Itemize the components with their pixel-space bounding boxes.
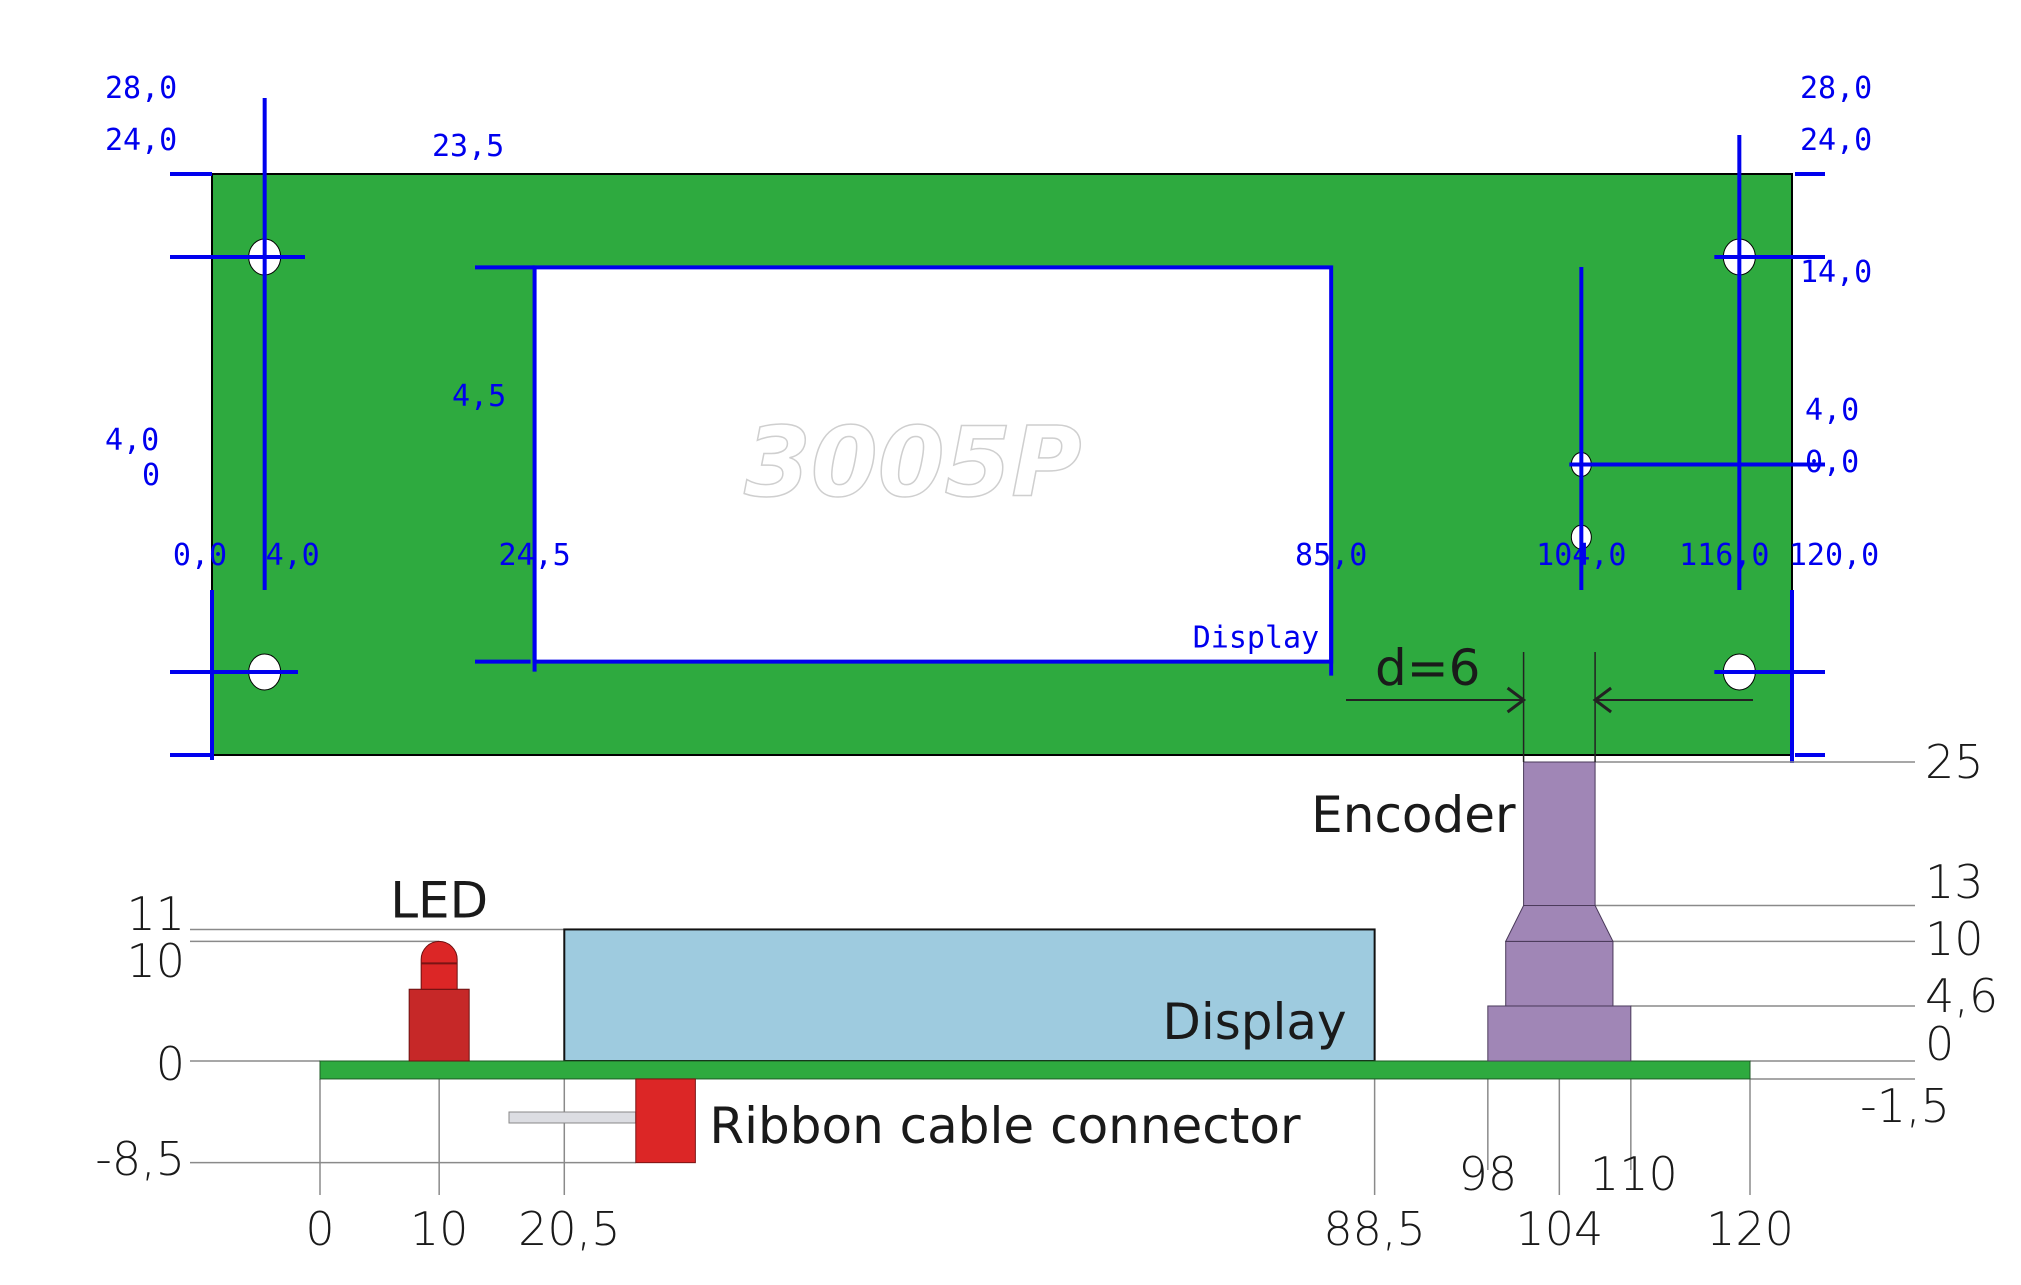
encoder-shaft (1523, 761, 1596, 907)
arrow-left-icon (1592, 686, 1612, 714)
side-view: Display LED Ribbon cable connector Encoder d… (95, 639, 1998, 1256)
y-label-right: -1,5 (1860, 1079, 1950, 1133)
display-window-label: Display (1193, 621, 1319, 656)
x-label: 0 (305, 1202, 334, 1256)
y-label-right: 24,0 (1800, 123, 1872, 158)
pcb-side (319, 1060, 1751, 1080)
y-label-right: 0 (1925, 1017, 1954, 1071)
y-label-left: 28,0 (105, 71, 177, 106)
encoder-taper (1504, 905, 1614, 942)
y-label-left: 0 (156, 1037, 185, 1091)
x-label: 116,0 (1679, 538, 1769, 573)
encoder-body (1505, 940, 1614, 1007)
x-label: 0,0 (173, 538, 227, 573)
led-lens (420, 940, 458, 990)
ribbon-connector (635, 1078, 696, 1164)
top-view: Display3005P28,024,04,0023,54,528,024,01… (105, 71, 1879, 763)
x-label: 88,5 (1323, 1202, 1425, 1256)
x-label: 104 (1515, 1202, 1603, 1256)
y-label-left: 10 (126, 934, 185, 988)
x-label: 10 (410, 1202, 469, 1256)
display-block (563, 928, 1376, 1062)
y-label-right: 14,0 (1800, 255, 1872, 290)
led-label: LED (390, 871, 488, 929)
y-label-right: 10 (1925, 912, 1984, 966)
x-label: 85,0 (1295, 538, 1367, 573)
x-label: 104,0 (1536, 538, 1626, 573)
x-label-high: 110 (1590, 1147, 1678, 1201)
x-label: 120 (1706, 1202, 1794, 1256)
y-label-left: 24,0 (105, 123, 177, 158)
x-label: 4,0 (266, 538, 320, 573)
x-label: 24,5 (498, 538, 570, 573)
y-label-inner: 4,5 (452, 379, 506, 414)
y-label-left: 0 (142, 458, 160, 493)
y-label-right: 13 (1925, 855, 1984, 909)
x-label-high: 98 (1459, 1147, 1518, 1201)
y-label-left: 11 (126, 887, 185, 941)
y-label-right: 0,0 (1805, 445, 1859, 480)
x-label: 20,5 (518, 1202, 620, 1256)
display-label: Display (1162, 993, 1346, 1051)
ribbon-connector-label: Ribbon cable connector (709, 1097, 1301, 1155)
x-label: 120,0 (1789, 538, 1879, 573)
y-label-left: 4,0 (105, 423, 159, 458)
arrow-right-icon (1506, 686, 1527, 714)
encoder-base (1487, 1005, 1632, 1062)
y-label-inner: 23,5 (432, 129, 504, 164)
y-label-right: 28,0 (1800, 71, 1872, 106)
y-label-right: 25 (1925, 735, 1984, 789)
y-label-right: 4,6 (1925, 969, 1998, 1023)
y-label-left: -8,5 (95, 1132, 185, 1186)
model-watermark: 3005P (744, 407, 1082, 519)
encoder-label: Encoder (1311, 786, 1516, 844)
ribbon-connector-pin (508, 1111, 637, 1124)
display-window (532, 265, 1334, 664)
y-label-right: 4,0 (1805, 393, 1859, 428)
shaft-diameter-label: d=6 (1375, 639, 1480, 697)
led-body (408, 988, 470, 1062)
